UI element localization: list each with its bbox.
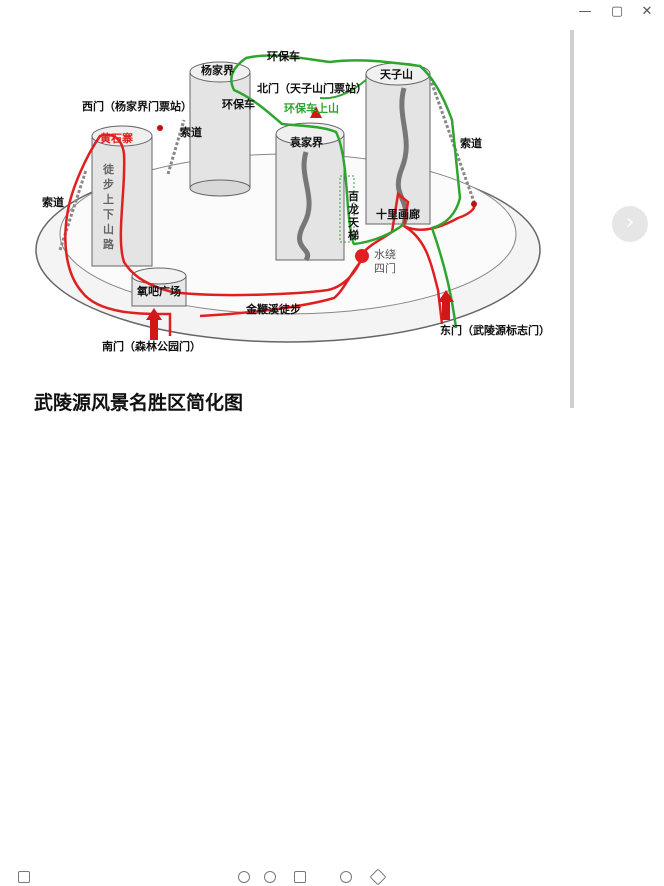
label-peak-yangjiajie: 杨家界	[201, 64, 234, 77]
cable-point-east	[471, 201, 477, 207]
edit-icon[interactable]	[369, 868, 387, 886]
next-image-button[interactable]: ›	[612, 206, 648, 242]
label-suodao-left-top: 索道	[180, 126, 202, 139]
title-bar: — ▢ ✕	[0, 0, 664, 24]
east-gate-arrow	[438, 290, 454, 320]
label-shuirao: 水绕四门	[374, 248, 396, 275]
zoom-in-icon[interactable]	[238, 871, 250, 883]
minimize-button[interactable]: —	[578, 4, 592, 19]
zoom-out-icon[interactable]	[264, 871, 276, 883]
cableway-left	[58, 169, 88, 251]
chevron-right-icon: ›	[625, 210, 635, 235]
label-beimen: 北门（天子山门票站）	[257, 82, 367, 95]
vertical-scrollbar[interactable]	[570, 30, 574, 408]
cable-point-west	[157, 125, 163, 131]
label-nanmen: 南门（森林公园门）	[102, 340, 201, 353]
label-peak-huangshizhai: 黄石寨	[100, 132, 133, 145]
south-gate-arrow	[146, 308, 162, 340]
yangba-square	[131, 267, 187, 307]
label-bailong: 百龙天梯	[348, 190, 359, 242]
peak-yuanjiajie	[275, 122, 345, 262]
green-route-link	[319, 79, 367, 100]
red-route	[64, 133, 476, 336]
map-title: 武陵源风景名胜区简化图	[34, 392, 244, 414]
thumbnail-icon[interactable]	[18, 871, 30, 883]
cableway-left-top	[166, 119, 186, 175]
label-suodao-left: 索道	[42, 196, 64, 209]
bottom-toolbar	[0, 434, 664, 886]
label-huanbaoche-left: 环保车	[222, 98, 255, 111]
label-tubu: 徒步上下山路	[103, 163, 114, 251]
label-huanbaoche-shangshan: 环保车上山	[284, 102, 339, 115]
label-yangba: 氧吧广场	[137, 285, 181, 298]
restore-button[interactable]: ▢	[610, 4, 624, 19]
fit-screen-icon[interactable]	[294, 871, 306, 883]
north-gate-arrow	[310, 106, 322, 118]
green-route	[230, 54, 462, 329]
close-button[interactable]: ✕	[641, 4, 653, 19]
label-jinbianxi: 金鞭溪徒步	[246, 303, 301, 316]
cableway-right	[428, 77, 476, 203]
peak-yangjiajie	[189, 61, 251, 197]
label-ximen: 西门（杨家界门票站）	[82, 100, 192, 113]
label-huanbaoche-top: 环保车	[267, 50, 300, 63]
label-suodao-right: 索道	[460, 137, 482, 150]
rotate-icon[interactable]	[340, 871, 352, 883]
scenic-map	[35, 54, 541, 343]
label-peak-yuanjiajie: 袁家界	[290, 136, 323, 149]
label-peak-tianzishan: 天子山	[380, 68, 413, 81]
shuirao-marker	[355, 249, 369, 263]
label-dongmen: 东门（武陵源标志门）	[440, 324, 550, 337]
label-shilihualang: 十里画廊	[376, 208, 420, 221]
